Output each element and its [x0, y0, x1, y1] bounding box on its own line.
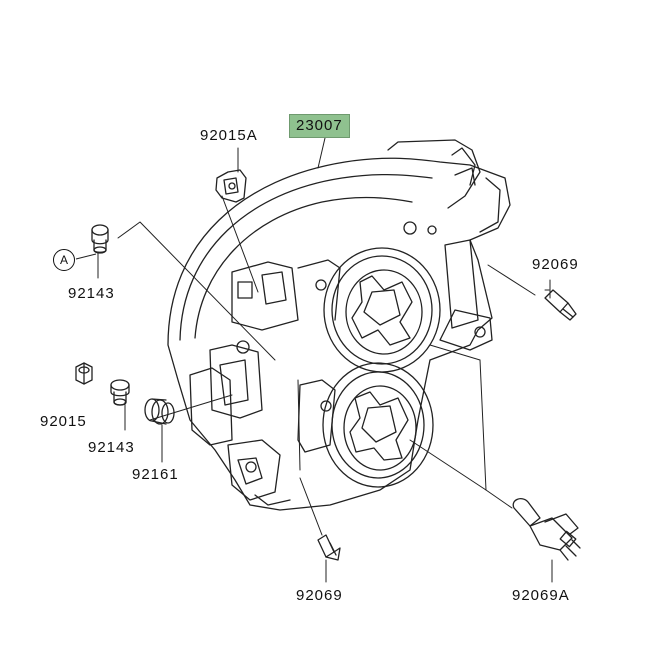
- part-number-92143-mid[interactable]: 92143: [88, 439, 135, 456]
- upper-lamp-socket: [323, 247, 441, 373]
- headlight-shell: [167, 139, 511, 511]
- part-number-92069A[interactable]: 92069A: [512, 587, 570, 604]
- bulb-part-h4: [512, 498, 581, 561]
- bolt-part-mid: [110, 379, 130, 406]
- leader-lines: [97, 137, 553, 583]
- rear-housing: [189, 221, 493, 506]
- bulb-part-right: [544, 289, 577, 321]
- part-number-92161[interactable]: 92161: [132, 466, 179, 483]
- nut-part: [75, 362, 93, 385]
- bolt-part-left: [91, 224, 109, 254]
- marker-leader: [75, 253, 97, 260]
- grommet-part: [144, 398, 175, 425]
- part-number-92143-left[interactable]: 92143: [68, 285, 115, 302]
- part-number-23007[interactable]: 23007: [289, 114, 350, 138]
- bulb-part-bottom: [317, 534, 341, 561]
- part-number-92069-bottom[interactable]: 92069: [296, 587, 343, 604]
- part-number-92015A[interactable]: 92015A: [200, 127, 258, 144]
- lower-lamp-socket: [322, 362, 434, 488]
- part-number-92069-right[interactable]: 92069: [532, 256, 579, 273]
- reference-marker-a: A: [53, 249, 75, 271]
- bracket-part: [215, 169, 247, 203]
- part-number-92015[interactable]: 92015: [40, 413, 87, 430]
